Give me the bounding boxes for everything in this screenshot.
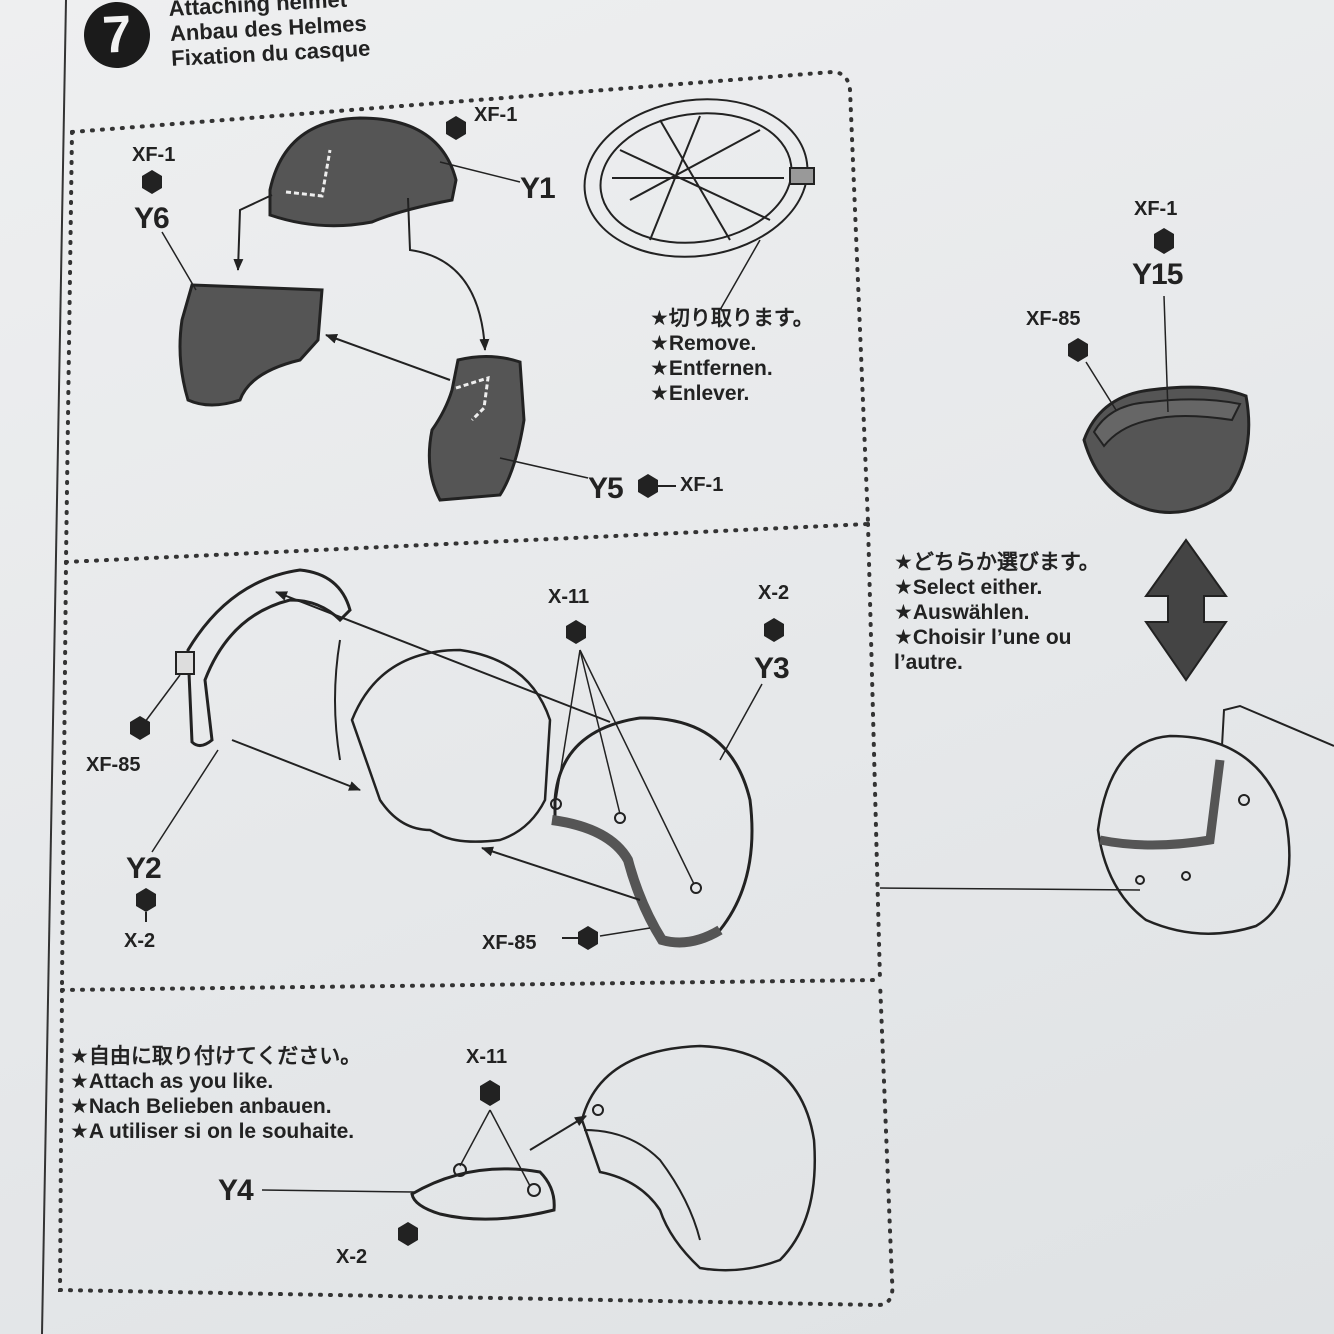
y1-stitching [285,149,332,198]
frame-divider-2 [60,978,880,992]
y3-trim [551,815,723,948]
note-attach-ja: ★自由に取り付けてください。 [70,1045,362,1068]
part-label-y2: Y2 [126,852,162,885]
note-select-fr-2: l’autre. [894,651,963,674]
y5-stitching [455,375,490,422]
part-label-y3: Y3 [754,652,790,685]
note-attach-en: ★Attach as you like. [70,1070,274,1093]
note-remove-en: ★Remove. [650,332,757,355]
frame-divider-1 [64,522,870,564]
note-select-fr: ★Choisir l’une ou [894,626,1072,649]
part-label-y5: Y5 [588,472,624,505]
frame-bottom [57,980,895,1308]
part-label-y4: Y4 [218,1174,254,1207]
helmet-right-assembled [1096,734,1291,935]
page-margin-line [41,0,67,1334]
note-select-ja: ★どちらか選びます。 [894,551,1100,574]
part-y1-cap [268,116,458,228]
note-attach-de: ★Nach Belieben anbauen. [70,1095,332,1118]
note-remove-fr: ★Enlever. [650,382,750,405]
paint-label-xf1-y15: XF-1 [1134,198,1178,220]
paint-label-x2-y4: X-2 [336,1246,368,1268]
liner-net-outline [583,98,815,258]
note-select: ★どちらか選びます。 ★Select either. ★Auswählen. ★… [894,550,1100,675]
frame-left-mid [60,560,68,987]
paint-label-x2-y3: X-2 [758,582,790,604]
note-remove-de: ★Entfernen. [650,357,773,380]
part-label-y6: Y6 [134,202,170,235]
frame-top [70,69,870,524]
paint-label-xf1-y5: XF-1 [680,474,724,496]
note-attach-fr: ★A utiliser si on le souhaite. [70,1120,355,1143]
paint-label-xf1-y6: XF-1 [132,144,176,166]
paint-label-xf1-y1: XF-1 [474,104,518,126]
note-select-de: ★Auswählen. [894,601,1030,624]
part-y5-flap [427,355,526,502]
paint-label-x11-y3: X-11 [548,586,590,608]
note-attach: ★自由に取り付けてください。 ★Attach as you like. ★Nac… [70,1044,361,1144]
paint-label-x11-y4: X-11 [466,1046,508,1068]
frame-right-mid [866,522,882,982]
note-remove-ja: ★切り取ります。 [650,307,814,330]
part-y4-visor [410,1167,556,1221]
part-label-y15: Y15 [1132,258,1183,291]
dotted-frames [57,69,895,1308]
note-select-en: ★Select either. [894,576,1043,599]
helmet-assembled-ghost [580,1044,816,1272]
part-label-y1: Y1 [520,172,556,205]
frame-left-top [64,130,74,562]
double-arrow-icon [1144,538,1228,682]
paint-label-x2-y2: X-2 [124,930,156,952]
paint-label-xf85-y3: XF-85 [482,932,537,954]
paint-label-xf85-y2: XF-85 [86,754,141,776]
note-remove: ★切り取ります。 ★Remove. ★Entfernen. ★Enlever. [650,306,814,406]
part-y6-flap [178,283,324,407]
helmet-liner-ghost [350,648,552,843]
part-y2-rim [186,568,352,747]
paint-label-xf85-y15: XF-85 [1026,308,1081,330]
